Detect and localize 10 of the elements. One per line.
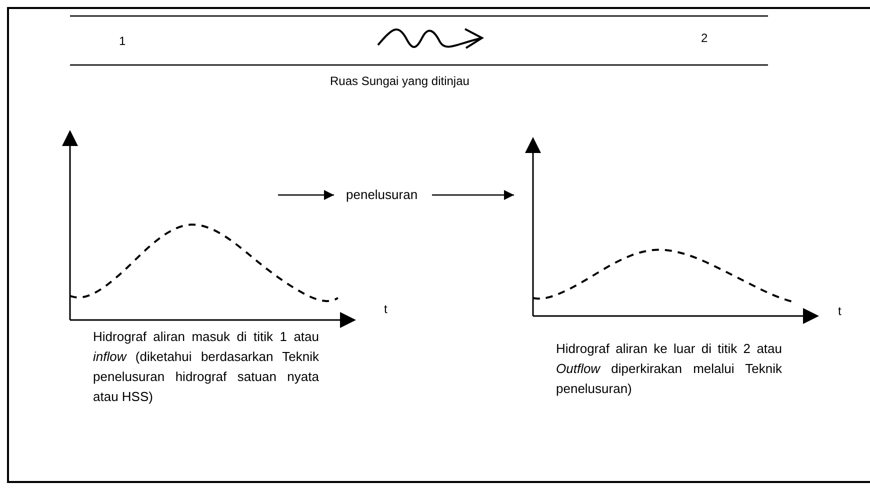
- chart-caption: Hidrograf aliran ke luar di titik 2 atau Outflow diperkirakan melalui Teknik penelusuran): [556, 340, 782, 398]
- time-axis-label: t: [384, 302, 388, 316]
- reach-caption: Ruas Sungai yang ditinjau: [330, 74, 470, 88]
- arrow: [278, 190, 334, 200]
- time-axis-label: t: [838, 304, 842, 318]
- point-number: 1: [119, 34, 126, 48]
- process-label: penelusuran: [334, 186, 432, 204]
- chart-caption: Hidrograf aliran masuk di titik 1 atau inflow (diketahui berdasarkan Teknik penelusuran hidrograf satuan nyata atau HSS): [93, 328, 319, 406]
- point-number: 2: [701, 31, 708, 45]
- arrow: [432, 190, 514, 200]
